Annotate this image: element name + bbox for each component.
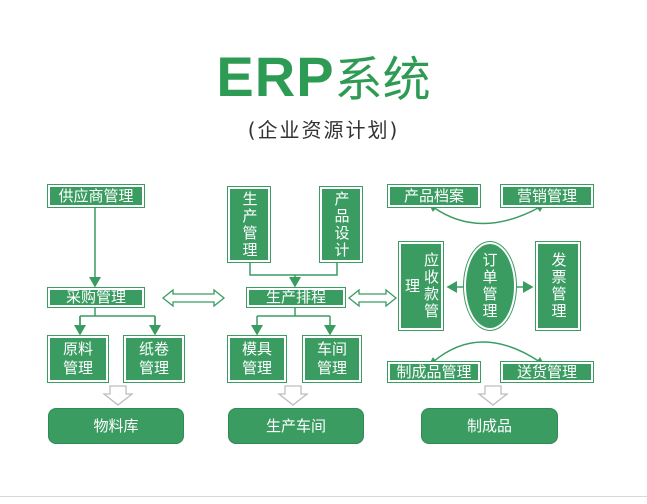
node-product-design: 产品设计 — [320, 187, 362, 262]
node-production-workshop: 生产车间 — [228, 408, 364, 444]
node-production-management: 生产管理 — [228, 187, 270, 262]
curve-top — [432, 206, 541, 225]
node-raw-material-management: 原料 管理 — [48, 336, 108, 382]
diagram-title: ERP系统 — [0, 40, 647, 110]
node-product-archive: 产品档案 — [388, 185, 480, 207]
node-finished-goods: 制成品 — [421, 408, 558, 444]
double-arrow-left — [161, 288, 226, 308]
double-arrow-right — [347, 288, 398, 308]
diagram-subtitle: (企业资源计划) — [247, 118, 400, 142]
node-order-management: 订单管理 — [464, 242, 516, 330]
node-material-warehouse: 物料库 — [48, 408, 184, 444]
down-arrow-middle — [277, 385, 309, 406]
down-arrow-left — [102, 385, 134, 406]
node-marketing-management: 营销管理 — [501, 185, 593, 207]
title-erp: ERP — [216, 45, 335, 108]
node-mold-management: 模具 管理 — [228, 336, 286, 382]
node-workshop-management: 车间 管理 — [303, 336, 361, 382]
node-paper-roll-management: 纸卷 管理 — [124, 336, 184, 382]
node-supplier-management: 供应商管理 — [48, 185, 144, 207]
node-production-scheduling: 生产排程 — [247, 288, 345, 307]
merge-to-scheduling — [249, 262, 338, 276]
footer-divider — [0, 496, 647, 497]
title-system: 系统 — [334, 52, 431, 108]
fork-purchase — [79, 307, 156, 333]
node-finished-goods-management: 制成品管理 — [388, 362, 480, 382]
node-receivables-management: 应收款管理 — [399, 242, 443, 330]
curve-bottom — [432, 341, 541, 363]
node-purchase-management: 采购管理 — [48, 288, 144, 307]
fork-scheduling — [257, 307, 330, 317]
node-invoice-management: 发票管理 — [536, 242, 580, 330]
node-delivery-management: 送货管理 — [501, 362, 593, 382]
down-arrow-right — [477, 385, 509, 406]
